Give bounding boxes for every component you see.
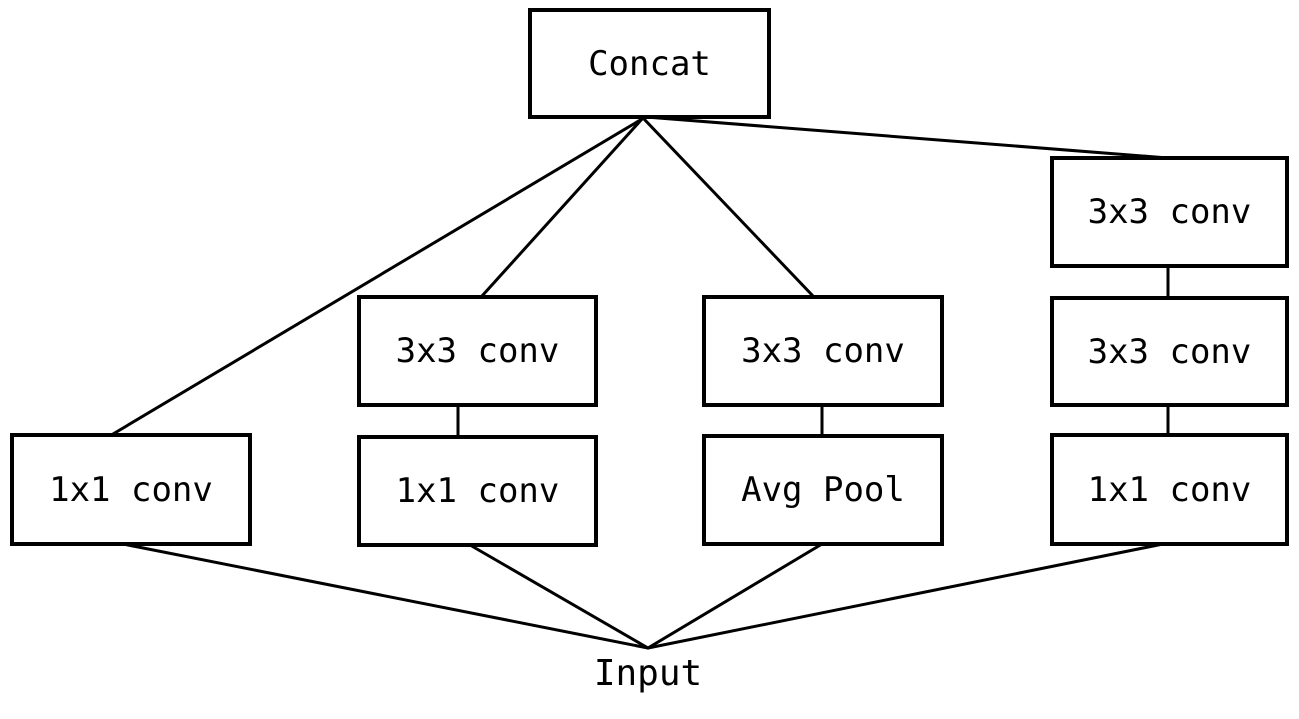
branch4-conv3x3-mid-label: 3x3 conv xyxy=(1087,331,1252,372)
edge-branch3-avgpool-to-input xyxy=(646,542,824,650)
branch4-conv3x3-top-node: 3x3 conv xyxy=(1050,156,1289,268)
branch3-conv3x3-node: 3x3 conv xyxy=(702,295,944,407)
edge-concat-to-branch3-conv3x3 xyxy=(642,117,815,298)
branch3-avgpool-label: Avg Pool xyxy=(741,470,905,510)
branch3-conv3x3-label: 3x3 conv xyxy=(741,331,905,371)
edge-branch4-conv1x1-to-input xyxy=(646,542,1165,650)
concat-label: Concat xyxy=(588,43,711,84)
branch2-conv1x1-label: 1x1 conv xyxy=(395,471,560,511)
branch2-conv1x1-node: 1x1 conv xyxy=(357,435,598,547)
branch2-conv3x3-label: 3x3 conv xyxy=(395,331,560,371)
branch1-conv1x1-label: 1x1 conv xyxy=(49,469,213,510)
edge-concat-to-branch4-conv3x3-top xyxy=(644,115,1170,160)
edge-branch1-conv1x1-to-input xyxy=(121,542,650,650)
branch4-conv3x3-top-label: 3x3 conv xyxy=(1087,192,1252,232)
edge-concat-to-branch1-conv1x1 xyxy=(111,117,644,436)
input-label: Input xyxy=(593,653,703,694)
concat-node: Concat xyxy=(528,8,771,119)
branch4-conv1x1-label: 1x1 conv xyxy=(1087,469,1252,510)
branch2-conv3x3-node: 3x3 conv xyxy=(357,295,598,407)
edge-concat-to-branch2-conv3x3 xyxy=(480,117,644,298)
edge-branch2-conv1x1-to-input xyxy=(468,543,650,650)
branch4-conv1x1-node: 1x1 conv xyxy=(1050,433,1289,546)
branch1-conv1x1-node: 1x1 conv xyxy=(10,433,252,546)
branch3-avgpool-node: Avg Pool xyxy=(702,434,944,546)
branch4-conv3x3-mid-node: 3x3 conv xyxy=(1050,296,1289,407)
